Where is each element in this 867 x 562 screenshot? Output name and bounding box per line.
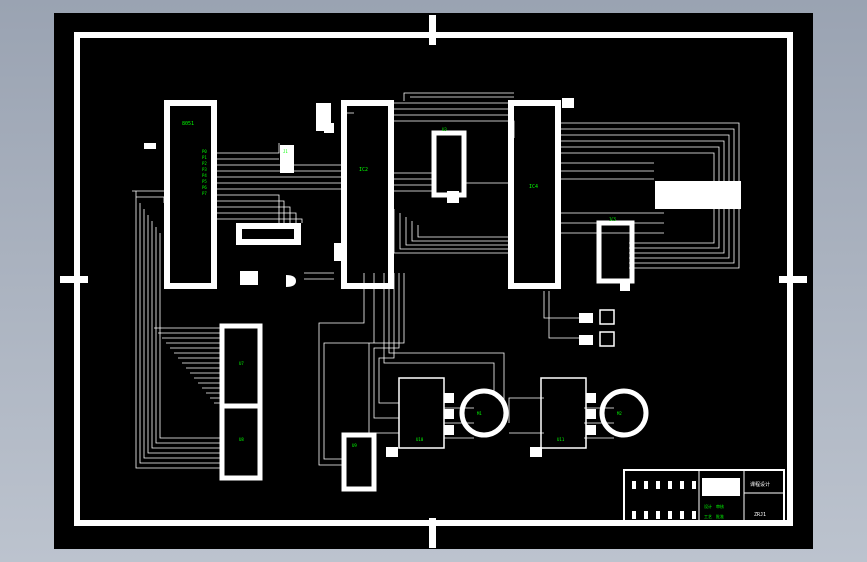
ic-u9: U9	[341, 432, 377, 492]
u1-pin-1: P1	[202, 155, 207, 160]
m2-label: M2	[617, 411, 622, 416]
u2-label: IC2	[359, 167, 368, 173]
u1-pin-3: P3	[202, 167, 207, 172]
relay-group	[579, 309, 615, 347]
ic-u7-u8: U7 U8	[219, 323, 263, 481]
title-block-name: 课程设计	[750, 481, 770, 488]
title-row-0: 设计	[704, 503, 712, 509]
motor-m1: M1	[459, 388, 509, 438]
m1-label: M1	[477, 411, 482, 416]
title-row-1: 审核	[716, 503, 724, 509]
ic-u2: IC2	[316, 100, 394, 289]
u1-pin-7: P7	[202, 191, 207, 196]
j1-label: J1	[283, 149, 288, 154]
motor-m2: M2	[599, 388, 649, 438]
u8-label: U8	[239, 437, 244, 442]
drawing-frame	[60, 15, 807, 548]
u5-label: IC5	[609, 217, 617, 222]
ic-u3: U3	[431, 127, 467, 203]
title-block: 课程设计 ZRJ1 设计 审核 工艺 批准	[623, 469, 785, 525]
u11-label: U11	[557, 437, 565, 442]
u4-label: IC4	[529, 184, 538, 190]
title-block-code: ZRJ1	[754, 512, 766, 518]
u10-label: U10	[416, 437, 424, 442]
u1-pin-6: P6	[202, 185, 207, 190]
u3-label: U3	[442, 127, 447, 132]
display-module	[655, 181, 741, 209]
header-strip	[236, 223, 301, 287]
u9-label: U9	[352, 443, 357, 448]
title-row-2: 工艺	[704, 514, 712, 519]
drawing-sheet: 8051 P0 P1 P2 P3 P4 P5 P6 P7 J1 IC2	[54, 13, 813, 549]
ic-u1: 8051 P0 P1 P2 P3 P4 P5 P6 P7	[144, 100, 217, 289]
driver-u11: U11	[530, 377, 596, 457]
u1-label: 8051	[182, 121, 194, 127]
u7-label: U7	[239, 361, 244, 366]
connector-j1: J1	[280, 145, 294, 173]
ic-u5: IC5	[596, 217, 635, 291]
title-row-3: 批准	[716, 513, 724, 519]
u1-pin-4: P4	[202, 173, 207, 178]
ic-u4: IC4	[508, 98, 574, 289]
u1-pin-5: P5	[202, 179, 207, 184]
u1-pin-2: P2	[202, 161, 207, 166]
driver-u10: U10	[386, 377, 454, 457]
schematic-canvas: 8051 P0 P1 P2 P3 P4 P5 P6 P7 J1 IC2	[60, 15, 807, 548]
u1-pin-0: P0	[202, 149, 207, 154]
